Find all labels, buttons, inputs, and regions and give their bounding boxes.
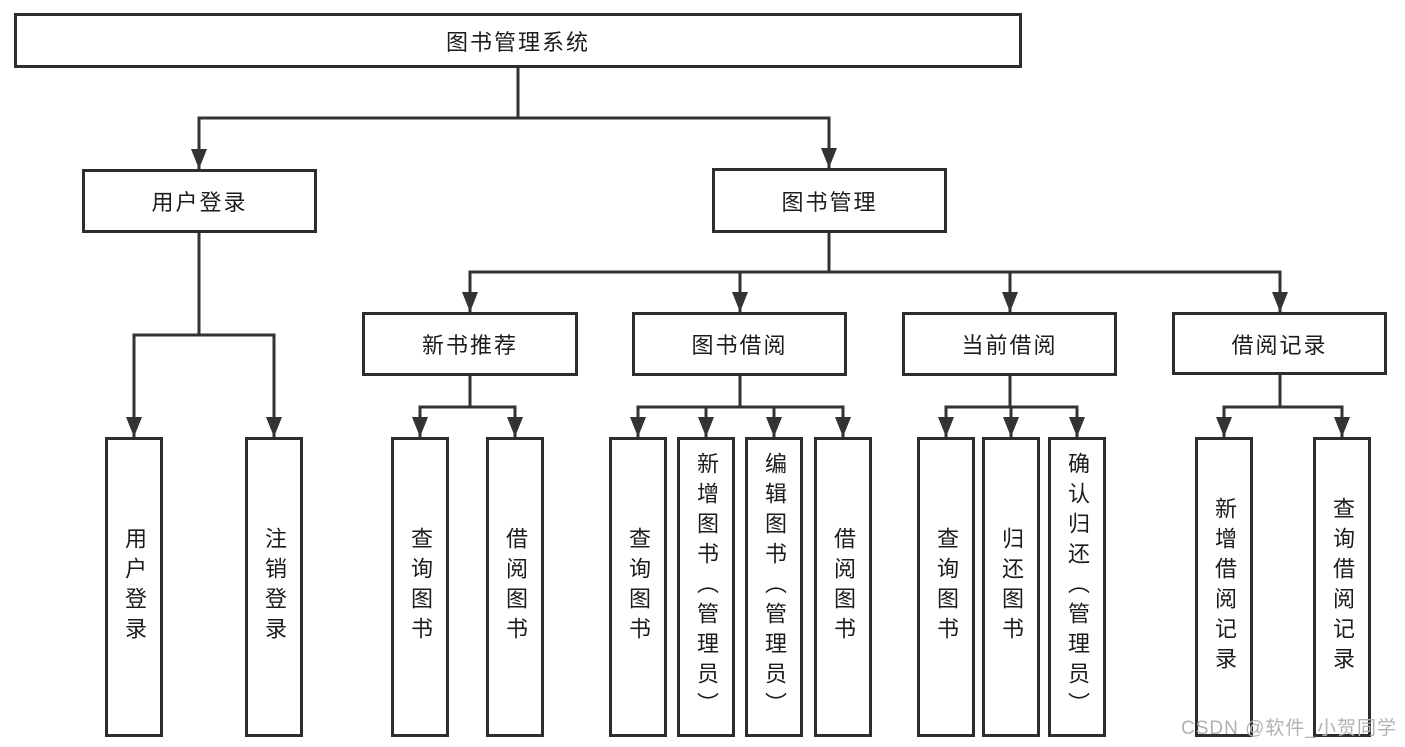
leaf-bb-borrow-books-label: 借阅图书 xyxy=(831,527,856,647)
leaf-bb-add-books-admin: 新增图书（管理员） xyxy=(677,437,735,737)
node-library-management-system-label: 图书管理系统 xyxy=(445,29,590,55)
leaf-br-add-record: 新增借阅记录 xyxy=(1195,437,1253,737)
node-borrowing-records: 借阅记录 xyxy=(1172,312,1387,375)
leaf-bb-query-books: 查询图书 xyxy=(609,437,667,737)
leaf-br-query-record-label: 查询借阅记录 xyxy=(1330,497,1355,677)
leaf-br-query-record: 查询借阅记录 xyxy=(1313,437,1371,737)
connector-root-to-level2 xyxy=(191,68,837,169)
leaf-user-login-label: 用户登录 xyxy=(122,527,147,647)
node-book-management: 图书管理 xyxy=(712,168,947,233)
csdn-watermark: CSDN @软件_小贺同学 xyxy=(1181,718,1397,739)
node-user-login: 用户登录 xyxy=(82,169,317,233)
node-book-borrowing: 图书借阅 xyxy=(632,312,847,376)
node-borrowing-records-label: 借阅记录 xyxy=(1231,332,1328,358)
node-book-management-label: 图书管理 xyxy=(781,189,878,215)
leaf-bb-query-books-label: 查询图书 xyxy=(626,527,651,647)
leaf-user-login: 用户登录 xyxy=(105,437,163,737)
node-user-login-label: 用户登录 xyxy=(151,190,248,215)
node-current-borrowing-label: 当前借阅 xyxy=(961,333,1058,358)
node-current-borrowing: 当前借阅 xyxy=(902,312,1117,376)
connector-book-borrowing-children xyxy=(630,376,851,437)
leaf-br-add-record-label: 新增借阅记录 xyxy=(1212,497,1237,677)
leaf-cb-return-books: 归还图书 xyxy=(982,437,1040,737)
leaf-nb-query-books: 查询图书 xyxy=(391,437,449,737)
leaf-nb-borrow-books: 借阅图书 xyxy=(486,437,544,737)
leaf-cb-confirm-return-admin: 确认归还（管理员） xyxy=(1048,437,1106,737)
leaf-cb-confirm-return-admin-label: 确认归还（管理员） xyxy=(1065,452,1090,722)
connector-user-login-children xyxy=(126,233,282,437)
leaf-bb-edit-books-admin: 编辑图书（管理员） xyxy=(745,437,803,737)
leaf-bb-edit-books-admin-label: 编辑图书（管理员） xyxy=(762,452,787,722)
connector-new-book-recommend-children xyxy=(412,376,523,437)
leaf-logout: 注销登录 xyxy=(245,437,303,737)
leaf-cb-query-books-label: 查询图书 xyxy=(934,527,959,647)
connector-book-management-children xyxy=(462,233,1288,312)
node-library-management-system: 图书管理系统 xyxy=(14,13,1022,68)
leaf-logout-label: 注销登录 xyxy=(262,527,287,647)
connector-borrowing-records-children xyxy=(1216,375,1350,437)
node-new-book-recommend-label: 新书推荐 xyxy=(421,333,518,358)
leaf-cb-return-books-label: 归还图书 xyxy=(999,527,1024,647)
leaf-bb-borrow-books: 借阅图书 xyxy=(814,437,872,737)
node-new-book-recommend: 新书推荐 xyxy=(362,312,578,376)
leaf-nb-borrow-books-label: 借阅图书 xyxy=(503,527,528,647)
leaf-bb-add-books-admin-label: 新增图书（管理员） xyxy=(694,452,719,722)
leaf-cb-query-books: 查询图书 xyxy=(917,437,975,737)
node-book-borrowing-label: 图书借阅 xyxy=(691,333,788,358)
leaf-nb-query-books-label: 查询图书 xyxy=(408,527,433,647)
connector-current-borrowing-children xyxy=(938,376,1085,437)
